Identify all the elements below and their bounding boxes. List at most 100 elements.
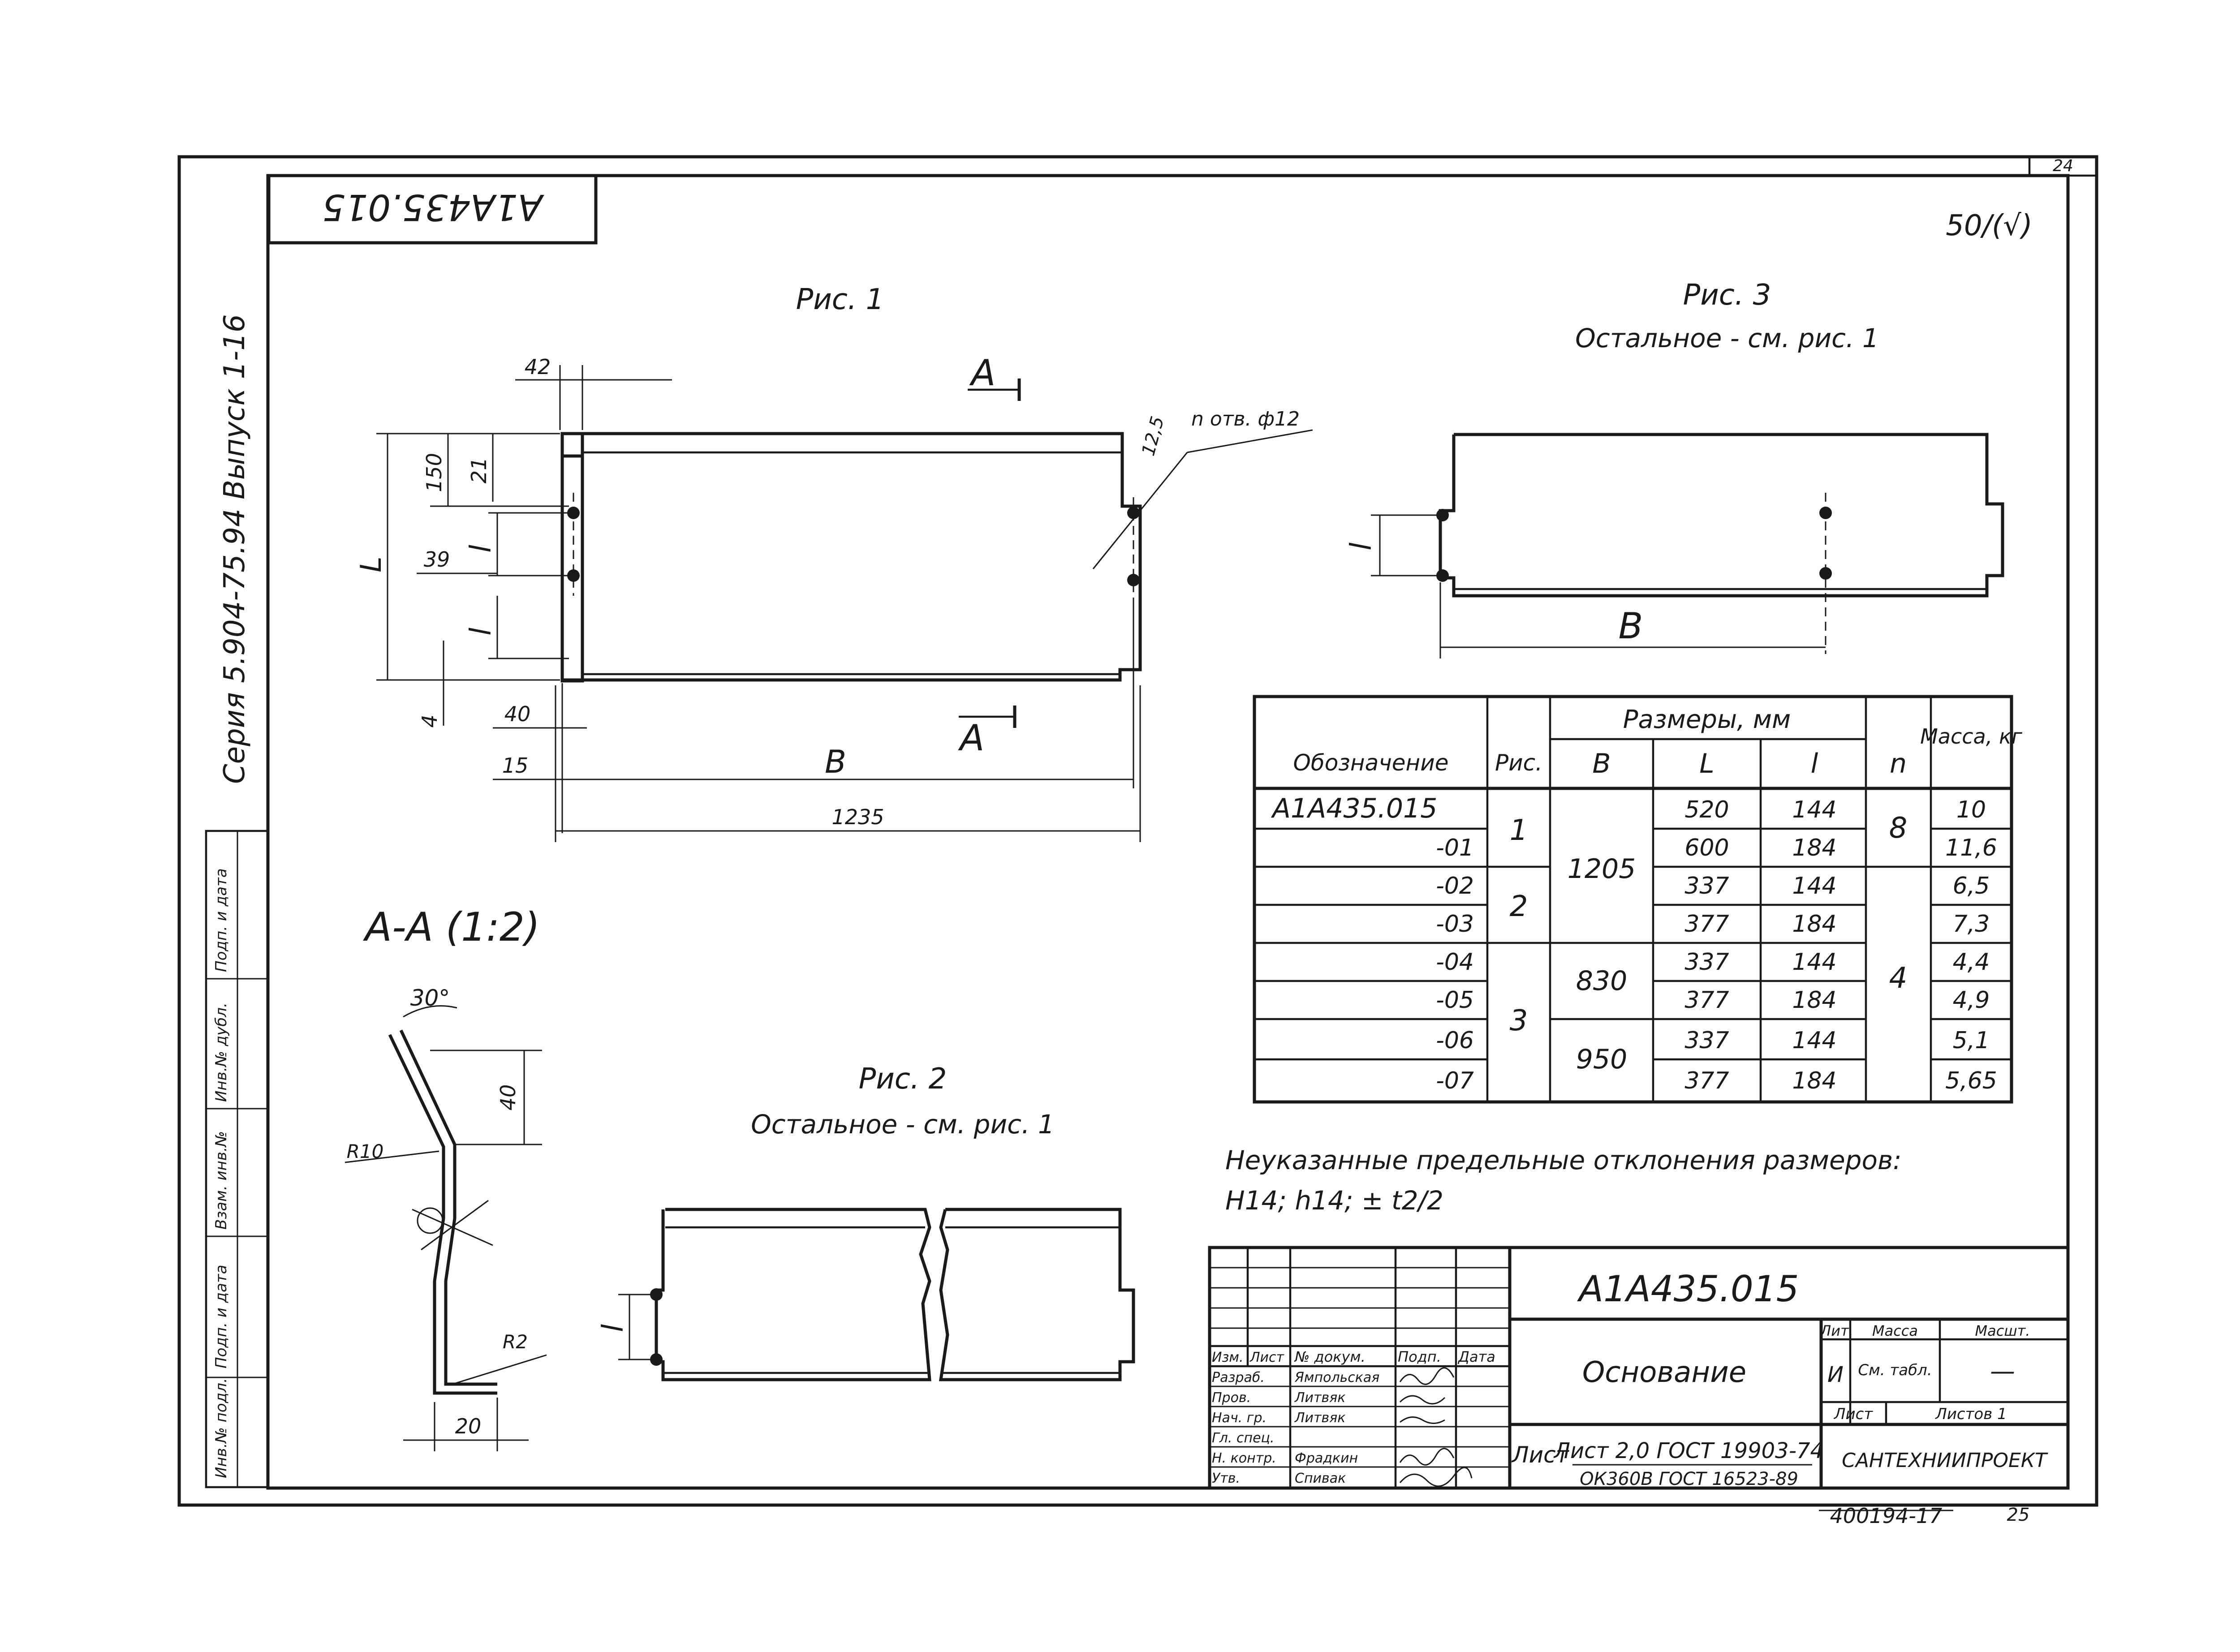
row-6-mass: 5,1 (1953, 1027, 1990, 1054)
row-3-mass: 7,3 (1953, 911, 1990, 938)
tb-material-sheet-label: Лист (1511, 1442, 1570, 1468)
strip-label-3: Взам. инв.№ (212, 1131, 230, 1230)
tb-role-0: Разраб. (1212, 1370, 1265, 1385)
tb-name-2: Литвяк (1294, 1410, 1345, 1426)
rotated-code: А1А435.015 (322, 186, 544, 228)
dim-15: 15 (502, 753, 529, 778)
dim-20: 20 (455, 1414, 482, 1438)
row-2-L: 337 (1684, 873, 1729, 899)
tolerance-line-2: H14; h14; ± t2/2 (1225, 1185, 1443, 1216)
tb-role-4: Н. контр. (1212, 1450, 1276, 1466)
dim-B: B (825, 744, 846, 780)
dim-12-5: 12,5 (1138, 414, 1168, 458)
row-5-mass: 4,9 (1953, 987, 1990, 1014)
sheet-number-box (2028, 155, 2098, 177)
dim-21: 21 (467, 457, 491, 484)
th-fig: Рис. (1495, 750, 1542, 776)
merged-B-830: 830 (1576, 965, 1628, 997)
merged-B-1205: 1205 (1568, 853, 1636, 885)
tb-material-1: Лист 2,0 ГОСТ 19903-74 (1553, 1438, 1824, 1463)
dim-42: 42 (525, 355, 551, 379)
roughness-mark: 50/(√) (1946, 209, 2033, 242)
tb-role-5: Утв. (1212, 1471, 1240, 1486)
inv-stamp: 400194-17 (1830, 1504, 1943, 1528)
fig3-dim-l: l (1345, 542, 1378, 551)
tb-col-doc: № докум. (1294, 1348, 1366, 1365)
tb-material-2: ОК360В ГОСТ 16523-89 (1580, 1469, 1798, 1489)
row-6-designation: -06 (1436, 1027, 1474, 1054)
tb-lit-label: Лит. (1820, 1322, 1853, 1339)
tb-col-list: Лист (1249, 1350, 1285, 1365)
merged-B-950: 950 (1576, 1044, 1628, 1075)
dim-1235: 1235 (831, 805, 884, 829)
fig3-subtitle: Остальное - см. рис. 1 (1575, 323, 1879, 353)
fig2-title: Рис. 2 (859, 1063, 947, 1096)
row-0-designation: А1А435.015 (1271, 793, 1437, 824)
tb-role-3: Гл. спец. (1212, 1430, 1274, 1446)
th-B: B (1592, 748, 1611, 779)
figure-3: Рис. 3 Остальное - см. рис. 1 l B (1345, 279, 2004, 658)
fig3-dim-B: B (1619, 605, 1643, 647)
strip-label-5: Подп. и дата (212, 868, 230, 972)
rotated-code-box (267, 174, 598, 245)
tb-col-izm: Изм. (1212, 1350, 1244, 1365)
row-5-designation: -05 (1436, 987, 1474, 1014)
dim-l-upper: l (465, 545, 498, 553)
figure-2: Рис. 2 Остальное - см. рис. 1 l (597, 1063, 1135, 1381)
row-1-l: 184 (1792, 835, 1836, 861)
strip-label-1: Инв.№ подл. (212, 1378, 230, 1478)
angle-30: 30° (410, 985, 450, 1011)
tb-name-5: Спивак (1295, 1471, 1346, 1486)
row-3-designation: -03 (1436, 911, 1474, 938)
dim-40-section: 40 (496, 1084, 520, 1111)
dim-R10: R10 (347, 1140, 384, 1162)
signature-2 (1399, 1395, 1446, 1405)
dim-39: 39 (424, 547, 450, 572)
figure-1: Рис. 1 42 А А n отв. ф12 12,5 (355, 283, 1313, 842)
strip-label-2: Подп. и дата (212, 1265, 230, 1368)
row-4-mass: 4,4 (1953, 949, 1990, 976)
row-7-designation: -07 (1436, 1067, 1474, 1094)
fig1-title: Рис. 1 (796, 283, 884, 316)
dim-l-lower: l (465, 628, 498, 636)
tb-scale-value: — (1990, 1357, 2015, 1386)
row-4-l: 144 (1792, 949, 1836, 976)
series-text: Серия 5.904-75.94 Выпуск 1-16 (218, 314, 251, 784)
tb-col-sign: Подп. (1398, 1348, 1441, 1365)
row-7-L: 377 (1684, 1067, 1729, 1094)
row-2-l: 144 (1792, 873, 1836, 899)
tb-col-date: Дата (1457, 1348, 1495, 1365)
signature-5 (1399, 1467, 1473, 1487)
row-0-mass: 10 (1956, 796, 1986, 823)
sheet-number-bottom: 25 (2007, 1505, 2030, 1525)
fig3-title: Рис. 3 (1683, 279, 1771, 312)
dim-150: 150 (422, 453, 446, 492)
row-5-L: 377 (1684, 987, 1729, 1014)
tb-mass-value: См. табл. (1858, 1361, 1932, 1379)
tb-name-4: Фрадкин (1295, 1450, 1358, 1466)
tb-code: А1А435.015 (1577, 1268, 1799, 1310)
th-mass: Масса, кг (1920, 724, 2023, 749)
tb-name: Основание (1582, 1356, 1746, 1389)
fig2-dim-l: l (597, 1324, 630, 1332)
merged-n-4: 4 (1889, 962, 1908, 995)
section-aa-title: А-А (1:2) (363, 904, 540, 950)
th-l: l (1811, 748, 1818, 779)
th-designation: Обозначение (1293, 750, 1449, 776)
row-3-L: 377 (1684, 911, 1729, 938)
tolerance-line-1: Неуказанные предельные отклонения размер… (1225, 1145, 1902, 1175)
row-4-designation: -04 (1436, 949, 1474, 976)
dim-40: 40 (504, 702, 531, 726)
row-7-mass: 5,65 (1945, 1067, 1997, 1094)
section-aa: А-А (1:2) 30° 40 R10 R2 20 (345, 904, 547, 1451)
row-1-L: 600 (1684, 835, 1729, 861)
row-5-l: 184 (1792, 987, 1836, 1014)
sizes-table: Обозначение Рис. Размеры, мм B L l n Мас… (1253, 695, 2023, 1104)
row-6-L: 337 (1684, 1027, 1729, 1054)
tb-mass-label: Масса (1872, 1322, 1918, 1339)
tb-lit-value: И (1827, 1362, 1844, 1387)
section-mark-top: А (969, 352, 996, 394)
row-0-l: 144 (1792, 796, 1836, 823)
dim-4: 4 (418, 714, 442, 727)
tb-role-2: Нач. гр. (1212, 1410, 1266, 1426)
